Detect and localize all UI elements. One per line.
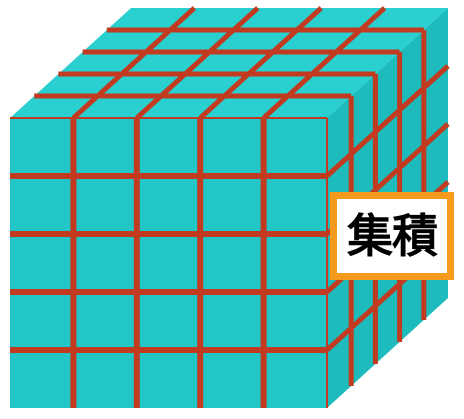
top-depth-line	[71, 6, 197, 120]
label-text: 集積	[347, 209, 438, 263]
cube-top-face	[10, 8, 448, 118]
top-depth-line	[135, 6, 260, 120]
top-depth-line	[261, 6, 387, 120]
top-depth-line	[198, 6, 323, 120]
label-box: 集積	[330, 192, 454, 280]
side-depth-line	[325, 64, 450, 178]
cube-front-face	[10, 118, 327, 408]
